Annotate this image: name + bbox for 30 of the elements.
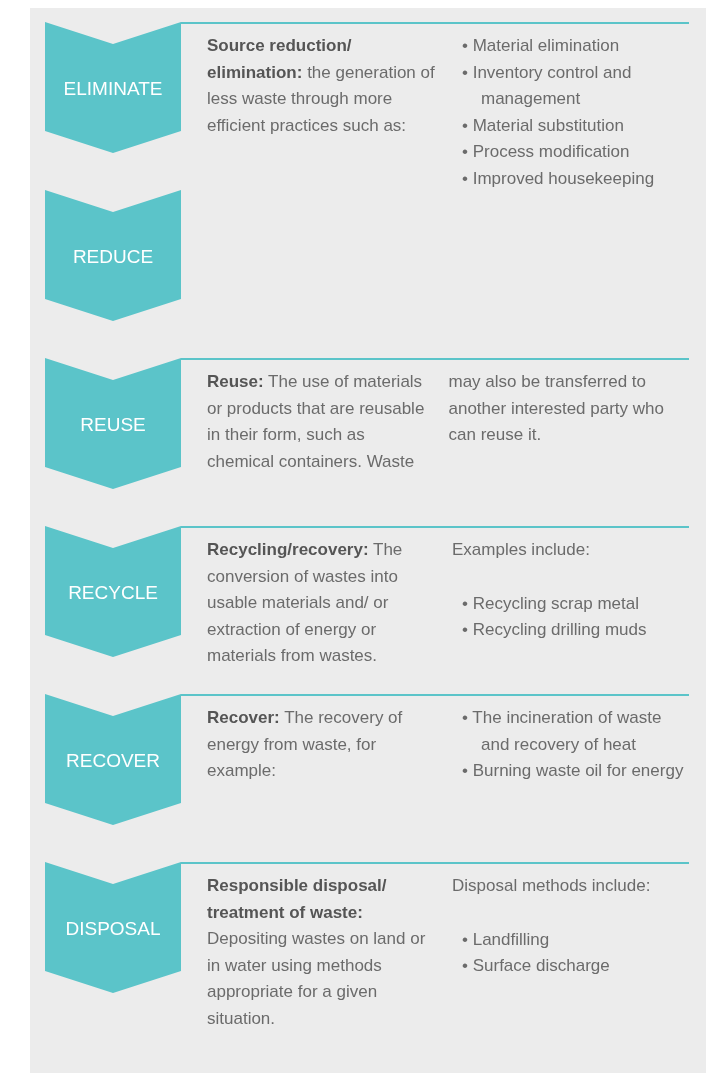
step-label: REUSE: [79, 414, 147, 436]
bullet-item: • Surface discharge: [461, 955, 610, 977]
description-text: Reuse: The use of materials or products that are reusable in their form, such as chemical containers. Waste may also be transferred to another interested party who can reuse it.: [207, 371, 665, 473]
step-label: ELIMINATE: [62, 78, 164, 100]
step-label: RECOVER: [65, 750, 161, 772]
chevron-shape: [45, 358, 181, 489]
description-text: Disposal methods include:: [452, 875, 652, 897]
step-label: DISPOSAL: [64, 918, 162, 940]
chevron-shape: [45, 862, 181, 993]
description-text: Recycling/recovery: The conversion of wastes into usable materials and/ or extraction of energy or materials from wastes.: [207, 539, 404, 667]
bullet-item: • Burning waste oil for energy: [461, 760, 684, 782]
bullet-item: • Landfilling: [461, 928, 551, 951]
chevron-shape: [45, 694, 181, 825]
bullet-item: • Recycling drilling muds: [461, 619, 647, 641]
bullet-item: • Inventory control and management: [461, 61, 633, 110]
bullet-item: • Recycling scrap metal: [461, 592, 639, 615]
chevron-shape: [45, 526, 181, 657]
bullet-item: • Material elimination: [461, 35, 620, 57]
step-label: RECYCLE: [67, 582, 159, 604]
bullet-item: • Material substitution: [461, 114, 624, 137]
chevron-shape: [45, 190, 181, 321]
description-text: Recover: The recovery of energy from waste, for example:: [207, 707, 404, 782]
bullet-item: • The incineration of waste and recovery of heat: [461, 707, 663, 756]
bullet-item: • Process modification: [461, 141, 630, 163]
bullet-item: • Improved housekeeping: [461, 167, 655, 190]
description-text: Examples include:: [452, 539, 591, 561]
description-text: Responsible disposal/ treatment of waste: Depositing wastes on land or in water using methods appropriate for a given situation.: [207, 875, 427, 1030]
description-text: Source reduction/ elimination: the generation of less waste through more efficient practices such as:: [207, 35, 435, 137]
chevron-shape: [45, 22, 181, 153]
step-label: REDUCE: [71, 246, 155, 268]
